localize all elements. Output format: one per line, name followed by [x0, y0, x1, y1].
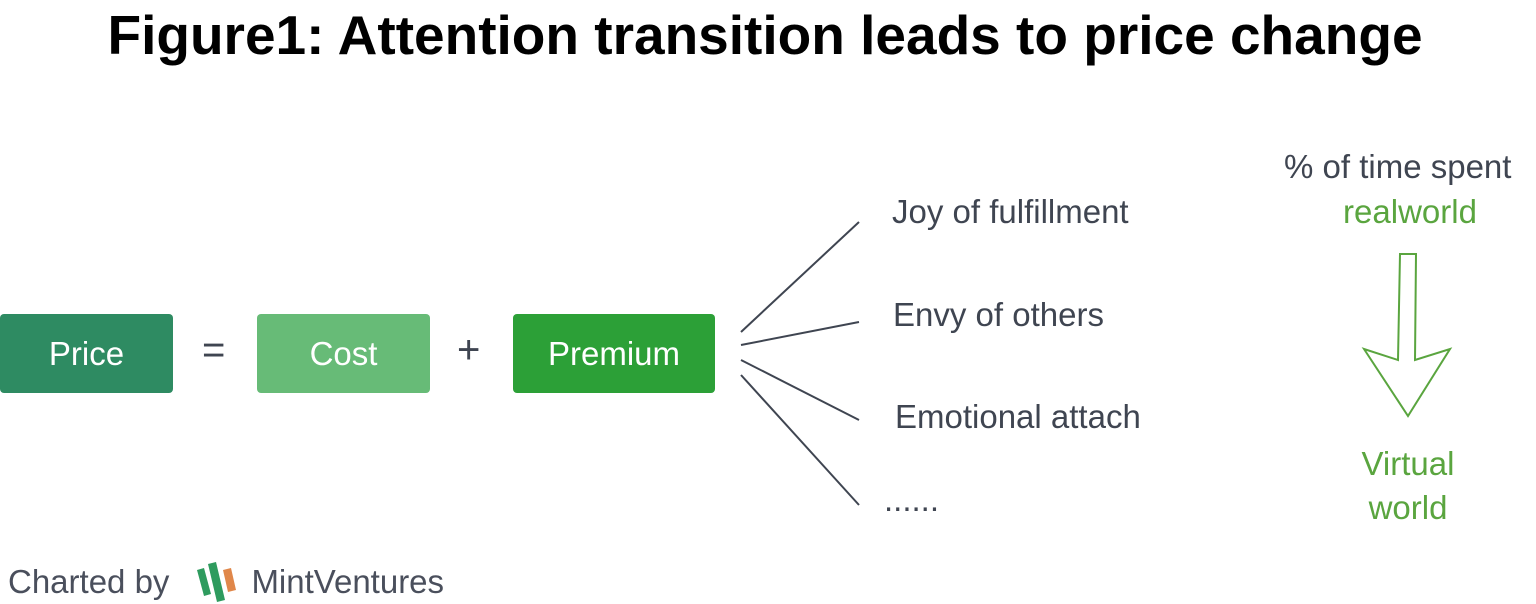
- time-spent-heading: % of time spent: [1284, 148, 1512, 185]
- brand-name: MintVentures: [251, 563, 445, 600]
- branch-line-2: [740, 321, 860, 346]
- footer: Charted by MintVentures: [8, 560, 444, 604]
- world-label: world: [1368, 489, 1448, 526]
- premium-label: Premium: [547, 334, 681, 372]
- branch-label-ellipsis: ......: [884, 481, 940, 518]
- branch-line-4: [740, 374, 860, 506]
- realworld-label: realworld: [1343, 193, 1477, 230]
- plus-sign: +: [457, 328, 481, 372]
- premium-box: Premium: [513, 314, 715, 393]
- branch-label-envy: Envy of others: [893, 296, 1104, 333]
- branch-line-3: [740, 359, 860, 421]
- figure-title: Figure1: Attention transition leads to p…: [107, 4, 1423, 66]
- branch-label-emotional: Emotional attach: [895, 398, 1141, 435]
- price-label: Price: [48, 334, 125, 372]
- branch-line-1: [740, 221, 860, 333]
- cost-label: Cost: [309, 334, 378, 372]
- equals-sign: =: [202, 328, 226, 372]
- branch-label-joy: Joy of fulfillment: [892, 193, 1129, 230]
- charted-by-label: Charted by: [8, 563, 170, 600]
- virtual-label: Virtual: [1361, 445, 1455, 482]
- down-arrow-icon: [1361, 253, 1453, 418]
- cost-box: Cost: [257, 314, 430, 393]
- price-box: Price: [0, 314, 173, 393]
- mint-ventures-logo-icon: [197, 562, 237, 602]
